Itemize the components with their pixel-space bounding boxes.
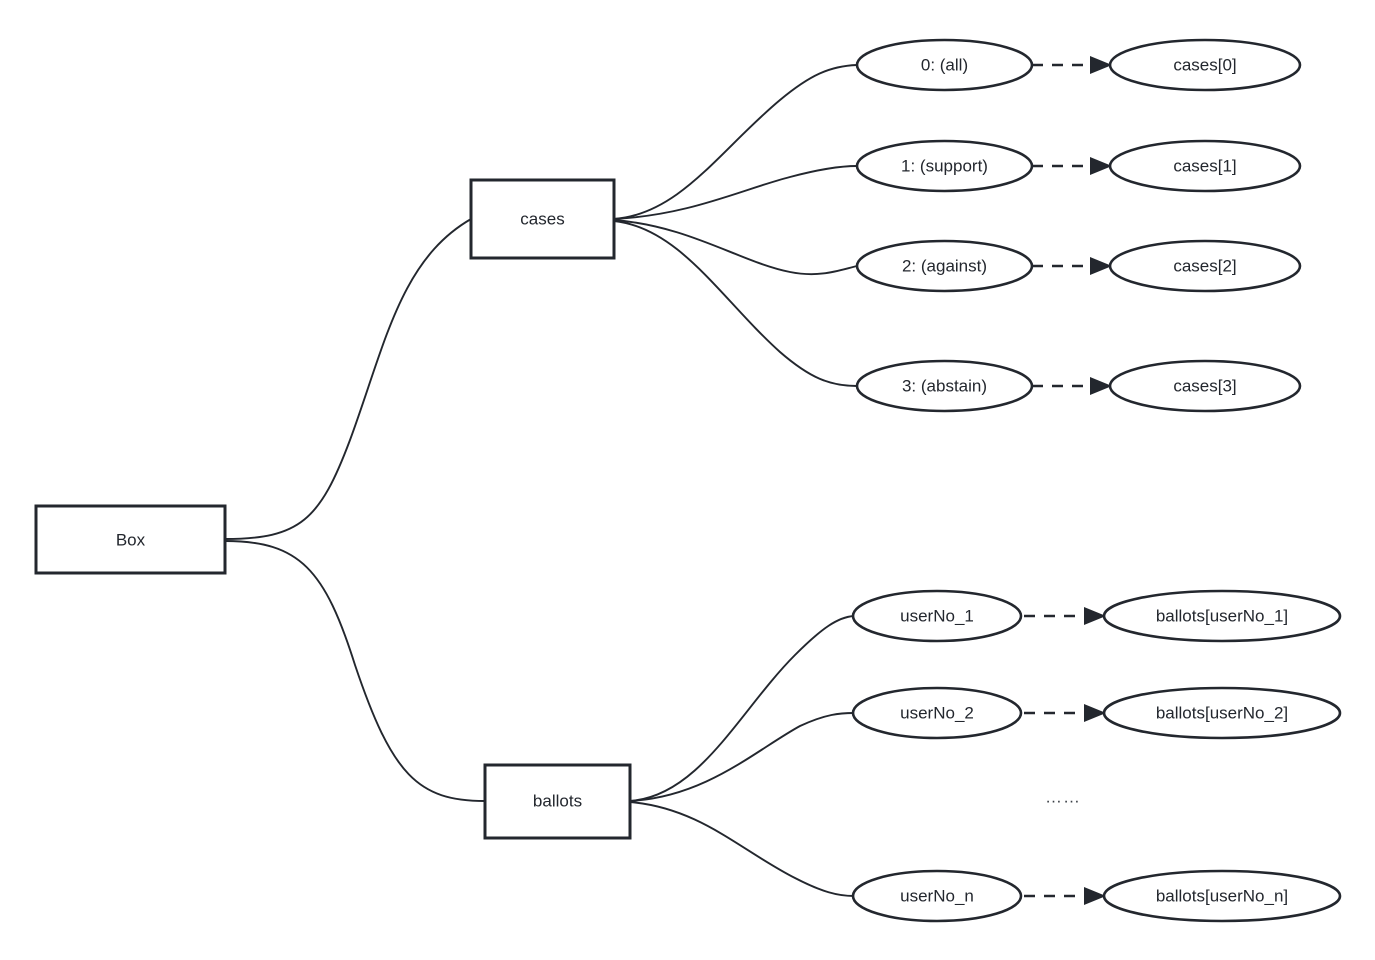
node-ballots-key-1[interactable]: userNo_2: [851, 686, 1023, 740]
node-box-root[interactable]: Box: [34, 504, 227, 575]
node-cases-value-2[interactable]: cases[2]: [1108, 239, 1302, 293]
node-ballots-label: ballots: [533, 791, 582, 810]
node-ballots-value-0-shape[interactable]: [1102, 589, 1342, 643]
node-cases-key-1-label: 1: (support): [901, 156, 988, 175]
node-ballots-value-1[interactable]: ballots[userNo_2]: [1102, 686, 1342, 740]
edge-group-ballots-values: [1024, 607, 1106, 905]
node-cases-value-0[interactable]: cases[0]: [1108, 38, 1302, 92]
node-box-root-shape[interactable]: [34, 504, 227, 575]
node-ballots-key-1-label: userNo_2: [900, 703, 974, 722]
node-ballots-key-0-label: userNo_1: [900, 606, 974, 625]
node-ballots[interactable]: ballots: [483, 763, 632, 840]
node-cases-key-0[interactable]: 0: (all): [855, 38, 1034, 92]
arrow-head-cases-1: [1090, 157, 1112, 175]
edge-ballots-to-userno-1: [629, 615, 855, 802]
node-ballots-key-2-label: userNo_n: [900, 886, 974, 905]
edge-box-to-ballots: [224, 540, 486, 802]
edge-box-to-cases: [224, 218, 472, 540]
node-cases-value-2-shape[interactable]: [1108, 239, 1302, 293]
node-cases-key-2-label: 2: (against): [902, 256, 987, 275]
edge-ballots-to-userno-2: [629, 712, 855, 802]
ballots-ellipsis-label: ……: [1045, 787, 1081, 806]
node-ballots-key-1-shape[interactable]: [851, 686, 1023, 740]
arrow-head-ballots-1: [1084, 704, 1106, 722]
node-cases-shape[interactable]: [469, 178, 616, 260]
node-cases[interactable]: cases: [469, 178, 616, 260]
edge-group-cases-values: [1032, 56, 1112, 395]
node-ballots-value-1-shape[interactable]: [1102, 686, 1342, 740]
node-cases-value-1-label: cases[1]: [1173, 156, 1236, 175]
edge-group-root: [224, 218, 486, 802]
node-cases-key-3-shape[interactable]: [855, 359, 1034, 413]
node-cases-value-0-shape[interactable]: [1108, 38, 1302, 92]
arrow-head-ballots-2: [1084, 887, 1106, 905]
edge-cases-to-3-abstain: [613, 220, 858, 387]
node-cases-key-0-shape[interactable]: [855, 38, 1034, 92]
edge-cases-to-2-against: [613, 219, 858, 276]
arrow-head-cases-3: [1090, 377, 1112, 395]
edge-group-cases: [613, 64, 858, 387]
node-cases-key-3[interactable]: 3: (abstain): [855, 359, 1034, 413]
node-cases-key-3-label: 3: (abstain): [902, 376, 987, 395]
node-ballots-key-0[interactable]: userNo_1: [851, 589, 1023, 643]
node-cases-value-3-shape[interactable]: [1108, 359, 1302, 413]
node-cases-value-1[interactable]: cases[1]: [1108, 139, 1302, 193]
arrow-head-ballots-0: [1084, 607, 1106, 625]
node-ballots-value-2-shape[interactable]: [1102, 869, 1342, 923]
node-cases-key-1-shape[interactable]: [855, 139, 1034, 193]
node-ballots-value-2-label: ballots[userNo_n]: [1156, 886, 1288, 905]
node-cases-key-0-label: 0: (all): [921, 55, 968, 74]
edge-cases-to-0-all: [613, 64, 858, 220]
node-ballots-value-0[interactable]: ballots[userNo_1]: [1102, 589, 1342, 643]
node-cases-key-2-shape[interactable]: [855, 239, 1034, 293]
node-cases-value-0-label: cases[0]: [1173, 55, 1236, 74]
node-cases-value-2-label: cases[2]: [1173, 256, 1236, 275]
node-cases-label: cases: [520, 209, 564, 228]
arrow-head-cases-0: [1090, 56, 1112, 74]
node-ballots-value-0-label: ballots[userNo_1]: [1156, 606, 1288, 625]
node-cases-value-1-shape[interactable]: [1108, 139, 1302, 193]
node-ballots-key-0-shape[interactable]: [851, 589, 1023, 643]
edge-ballots-to-userno-n: [629, 801, 855, 897]
node-ballots-shape[interactable]: [483, 763, 632, 840]
edge-cases-to-1-support: [613, 165, 858, 220]
node-ballots-key-2-shape[interactable]: [851, 869, 1023, 923]
node-cases-value-3-label: cases[3]: [1173, 376, 1236, 395]
edge-group-ballots: [629, 615, 855, 897]
arrow-head-cases-2: [1090, 257, 1112, 275]
node-ballots-value-1-label: ballots[userNo_2]: [1156, 703, 1288, 722]
node-box-root-label: Box: [116, 530, 146, 549]
node-cases-key-1[interactable]: 1: (support): [855, 139, 1034, 193]
node-ballots-value-2[interactable]: ballots[userNo_n]: [1102, 869, 1342, 923]
node-cases-key-2[interactable]: 2: (against): [855, 239, 1034, 293]
node-cases-value-3[interactable]: cases[3]: [1108, 359, 1302, 413]
node-ballots-key-2[interactable]: userNo_n: [851, 869, 1023, 923]
